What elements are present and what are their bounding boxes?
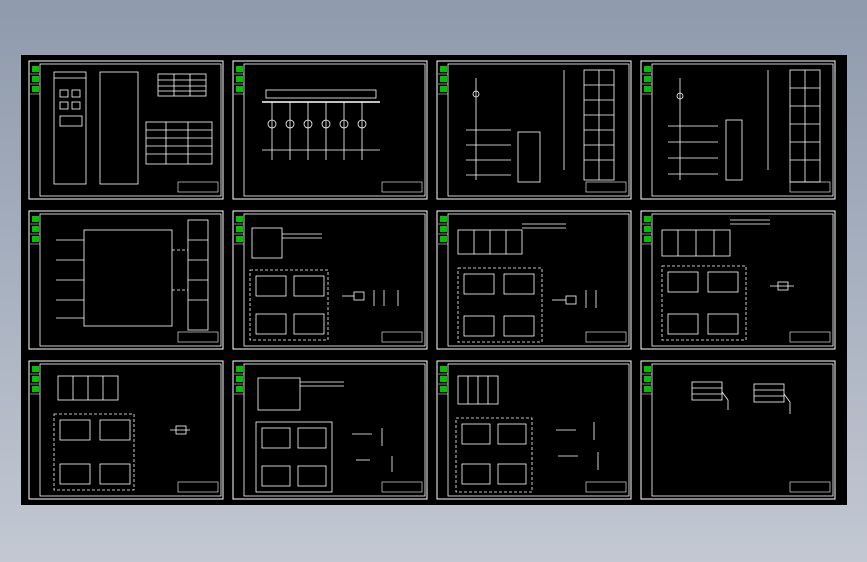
sheet-outer-frame [28,60,224,200]
title-block [585,181,627,193]
sheet-outer-frame [232,210,428,350]
layer-marker [644,76,651,82]
layer-marker [236,236,243,242]
relay-panel-layout [255,377,393,493]
layer-marker [440,236,447,242]
layer-marker [236,226,243,232]
relay-panel-layout [249,227,399,341]
title-block [381,331,423,343]
layer-marker [32,376,39,382]
sheet-inner-frame [243,63,426,197]
drawing-sheet-12[interactable] [640,360,836,500]
table-detail [691,381,791,414]
sheet-inner-frame [651,363,834,497]
title-block [789,181,831,193]
layer-marker [440,76,447,82]
sheet-inner-frame [39,363,222,497]
sheet-inner-frame [39,213,222,347]
drawing-sheet-1[interactable] [28,60,224,200]
title-block [381,181,423,193]
layer-marker [32,86,39,92]
sheet-inner-frame [243,213,426,347]
drawing-sheet-7[interactable] [436,210,632,350]
sheet-outer-frame [232,60,428,200]
title-block [585,481,627,493]
layer-marker [440,226,447,232]
cabinet-front-view [53,71,213,185]
layer-marker [440,216,447,222]
layer-marker [644,366,651,372]
relay-panel-layout [661,219,794,341]
layer-marker [644,376,651,382]
layer-marker [644,236,651,242]
layer-marker [440,366,447,372]
layer-marker [236,376,243,382]
title-block [177,331,219,343]
sheet-outer-frame [436,60,632,200]
drawing-sheet-10[interactable] [232,360,428,500]
sheet-inner-frame [651,63,834,197]
layer-marker [236,86,243,92]
drawing-sheet-9[interactable] [28,360,224,500]
layer-marker [236,386,243,392]
drawing-sheet-11[interactable] [436,360,632,500]
layer-marker [32,226,39,232]
layer-marker [236,76,243,82]
drawing-sheet-5[interactable] [28,210,224,350]
sheet-outer-frame [640,60,836,200]
drawing-sheet-6[interactable] [232,210,428,350]
layer-marker [236,366,243,372]
layer-marker [440,376,447,382]
secondary-wiring-schematic [56,219,209,331]
layer-marker [32,66,39,72]
layer-marker [644,86,651,92]
layer-marker [644,66,651,72]
sheet-outer-frame [28,210,224,350]
sheet-outer-frame [232,360,428,500]
title-block [585,331,627,343]
single-line-busbar [262,89,380,160]
title-block [789,481,831,493]
layer-marker [644,216,651,222]
title-block [381,481,423,493]
layer-marker [236,216,243,222]
sheet-outer-frame [436,360,632,500]
sheet-inner-frame [447,63,630,197]
title-block [177,181,219,193]
relay-panel-layout [53,375,190,491]
drawing-sheet-3[interactable] [436,60,632,200]
sheet-inner-frame [651,213,834,347]
layer-marker [440,386,447,392]
drawing-sheet-4[interactable] [640,60,836,200]
layer-marker [32,216,39,222]
control-schematic-terminal [466,69,615,183]
layer-marker [440,86,447,92]
title-block [177,481,219,493]
sheet-outer-frame [28,360,224,500]
drawing-sheet-8[interactable] [640,210,836,350]
layer-marker [644,226,651,232]
layer-marker [32,366,39,372]
drawing-sheet-2[interactable] [232,60,428,200]
title-block [789,331,831,343]
sheet-outer-frame [640,210,836,350]
layer-marker [440,66,447,72]
sheet-inner-frame [243,363,426,497]
relay-panel-layout [455,375,599,493]
sheet-inner-frame [447,213,630,347]
sheet-inner-frame [39,63,222,197]
control-schematic-terminal [668,69,821,183]
sheet-outer-frame [436,210,632,350]
relay-panel-layout [457,223,597,343]
layer-marker [32,76,39,82]
layer-marker [236,66,243,72]
layer-marker [32,236,39,242]
sheet-outer-frame [640,360,836,500]
cad-model-space[interactable] [21,55,847,505]
layer-marker [32,386,39,392]
sheet-inner-frame [447,363,630,497]
layer-marker [644,386,651,392]
